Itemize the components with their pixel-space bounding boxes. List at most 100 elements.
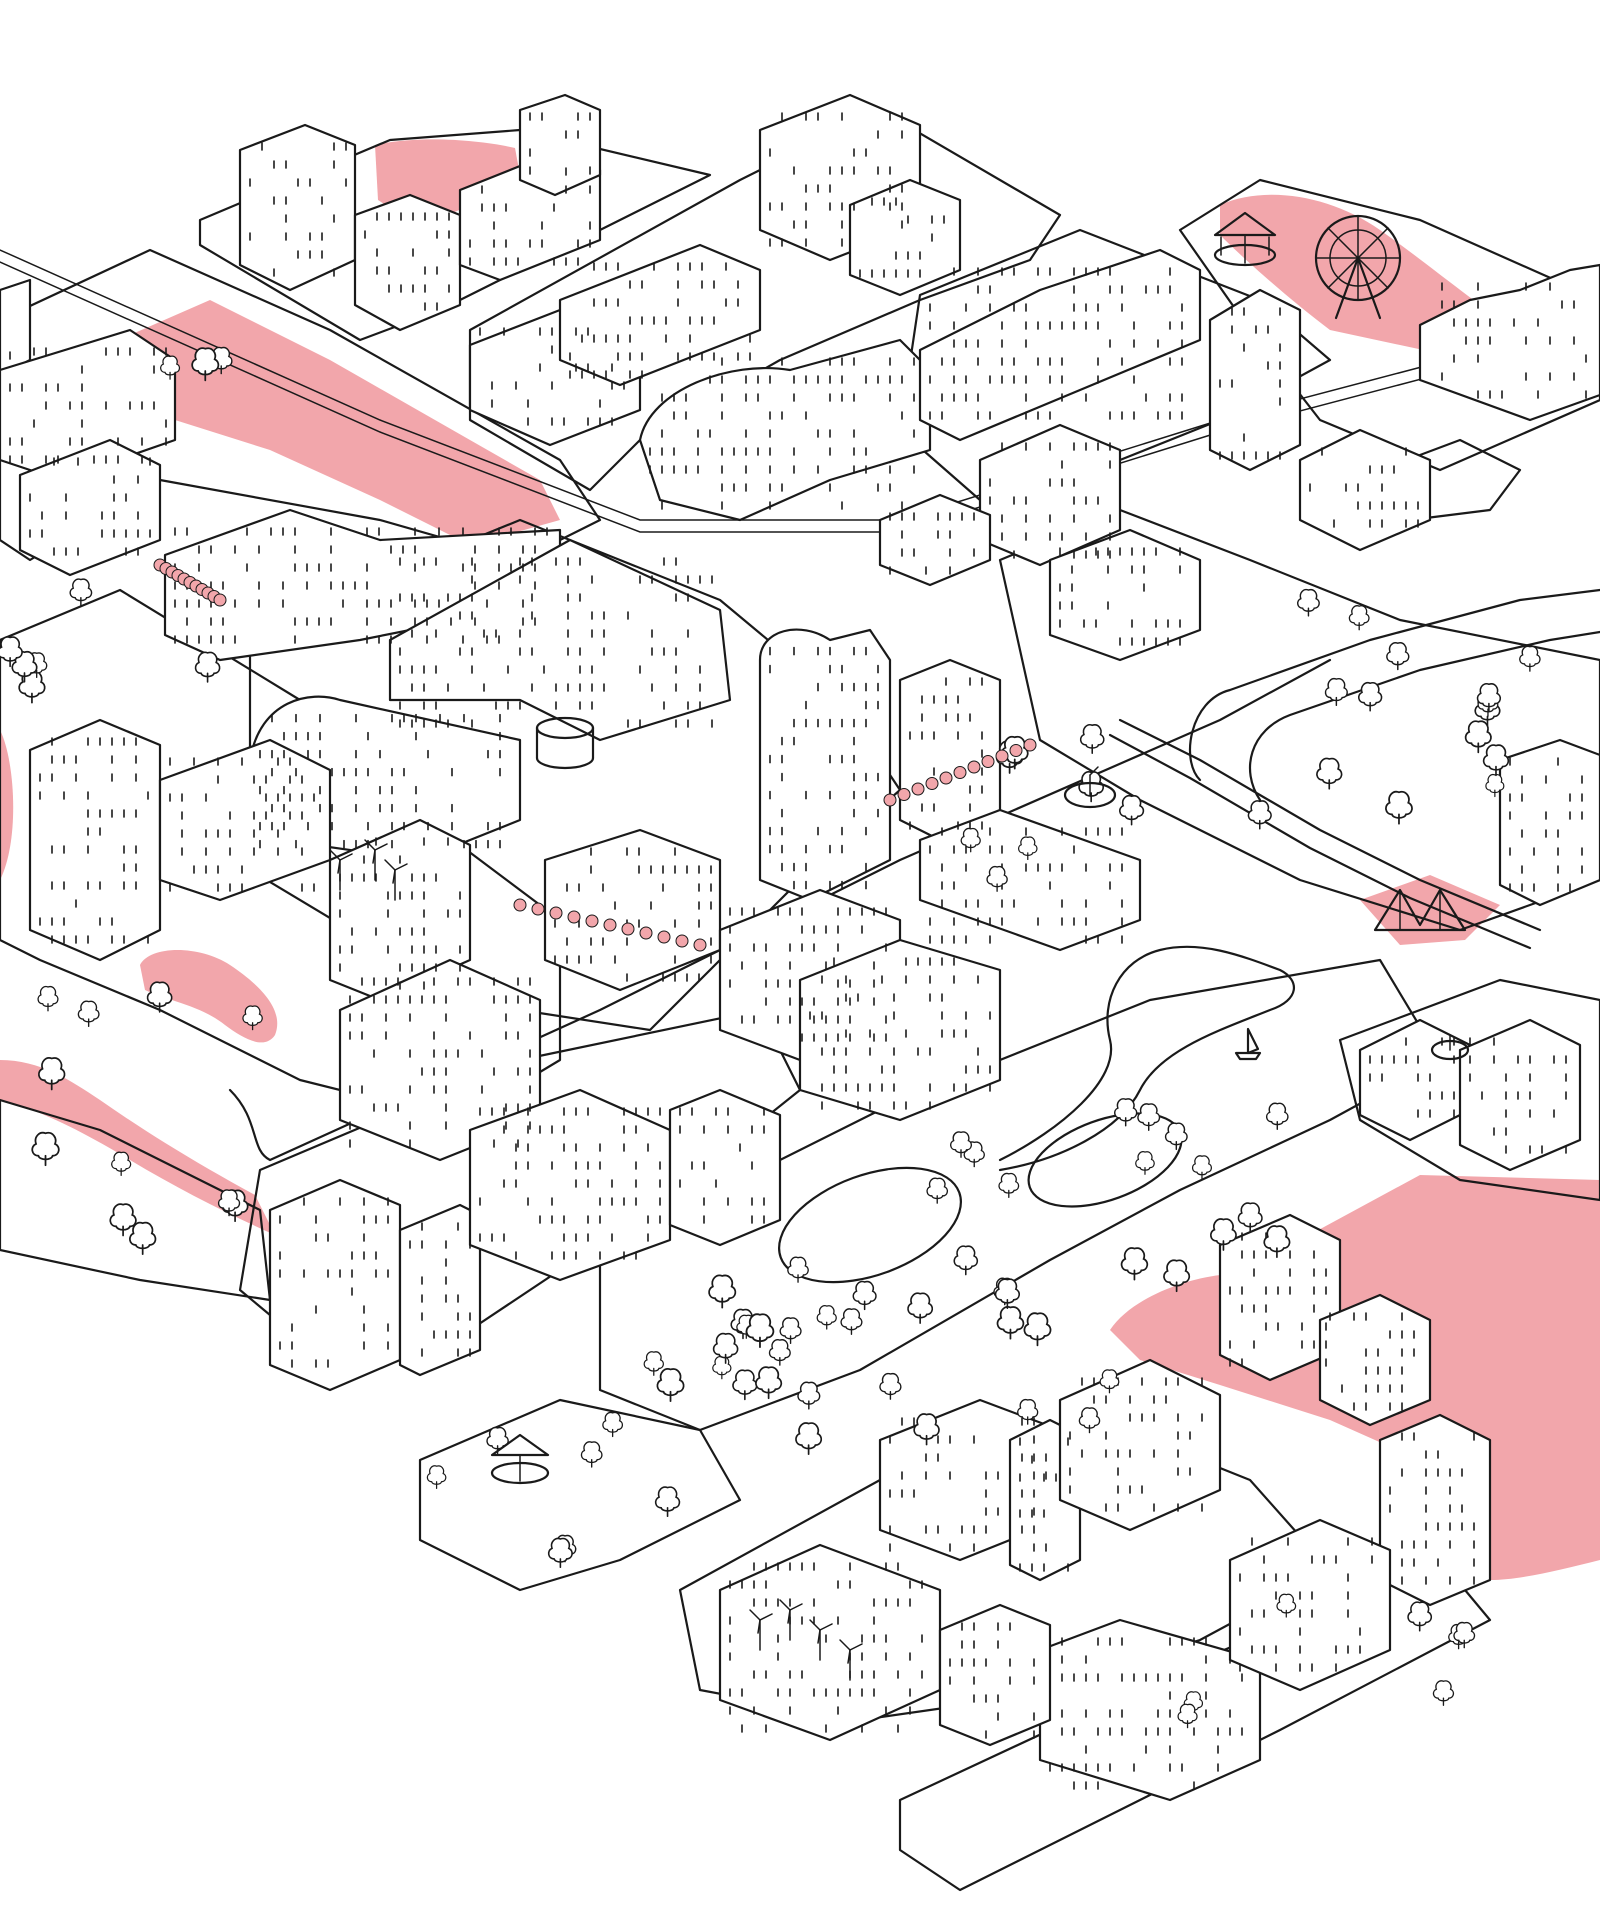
building-pyramid-roofs bbox=[543, 828, 722, 992]
tree-icon bbox=[1135, 1151, 1155, 1175]
highlight-zone-left-edge bbox=[0, 730, 14, 880]
building-glass-tower bbox=[1208, 288, 1302, 472]
tree-icon bbox=[1464, 720, 1492, 754]
bridge-line bbox=[1118, 718, 1542, 932]
park-oval-playground bbox=[778, 1166, 962, 1284]
tree-icon bbox=[1453, 1621, 1476, 1649]
tree-icon bbox=[1316, 757, 1343, 790]
pink-tree bbox=[1023, 738, 1037, 752]
tree-icon bbox=[1485, 773, 1505, 798]
building-courtyard-cube bbox=[328, 818, 472, 1002]
tree-icon bbox=[755, 1366, 783, 1400]
tree-icon bbox=[194, 651, 221, 683]
building-row-center-right bbox=[918, 808, 1142, 952]
bridge-line-2 bbox=[1108, 733, 1532, 950]
tree-icon bbox=[1099, 1369, 1120, 1394]
tree-icon bbox=[242, 1005, 263, 1031]
tree-icon bbox=[1120, 1247, 1149, 1281]
pink-tree bbox=[639, 926, 653, 940]
tree-icon bbox=[1247, 800, 1272, 830]
building-bridge-block bbox=[158, 738, 332, 902]
building-stepped-lower-left bbox=[398, 1203, 482, 1377]
building-slab-right-center bbox=[1048, 528, 1202, 662]
building-wind-turbine-block bbox=[718, 1543, 942, 1742]
tree-icon bbox=[129, 1221, 157, 1255]
tree-icon bbox=[1276, 1593, 1297, 1618]
block-outline-right-lower bbox=[1338, 978, 1600, 1202]
far-right-road bbox=[1378, 438, 1522, 522]
tree-icon bbox=[712, 1356, 732, 1380]
wind-turbine-icon bbox=[779, 1599, 803, 1641]
tree-icon bbox=[1078, 1407, 1101, 1434]
building-bottom-left-block bbox=[938, 1603, 1052, 1747]
highlight-zone-river-left bbox=[0, 1060, 275, 1235]
pink-tree bbox=[911, 782, 925, 796]
tree-icon bbox=[712, 1332, 739, 1364]
pink-tree bbox=[531, 902, 545, 916]
tree-icon bbox=[1078, 771, 1104, 803]
building-bottom-block-right bbox=[1228, 1518, 1392, 1692]
building-twisted-tower bbox=[758, 628, 892, 902]
building-left-low bbox=[18, 438, 162, 577]
buildings bbox=[0, 93, 1600, 1802]
ring-road-right bbox=[1188, 588, 1600, 782]
building-right-cluster-b bbox=[1458, 1018, 1582, 1172]
tree-icon bbox=[852, 1280, 877, 1311]
tree-icon bbox=[37, 985, 59, 1012]
tree-icon bbox=[953, 1245, 979, 1276]
pink-tree bbox=[213, 593, 227, 607]
pink-tree bbox=[967, 760, 981, 774]
tree-icon bbox=[708, 1274, 737, 1309]
block-outline-right-center bbox=[998, 508, 1600, 932]
pink-tree bbox=[897, 788, 911, 801]
tree-icon bbox=[1191, 1155, 1212, 1180]
tree-icon bbox=[77, 1000, 100, 1028]
building-row-houses-right bbox=[1298, 428, 1432, 552]
tree-icon bbox=[1482, 744, 1510, 777]
building-low-block-right bbox=[878, 493, 992, 587]
block-outline-bottom-left bbox=[418, 1398, 742, 1592]
wind-turbine-icons bbox=[329, 839, 863, 1681]
tree-icon bbox=[1358, 682, 1383, 712]
carousel-icon bbox=[490, 1433, 550, 1485]
tree-icon bbox=[998, 1172, 1020, 1199]
building-left-tower-cut bbox=[0, 278, 32, 377]
tree-icon bbox=[1114, 1098, 1138, 1127]
tree-icon bbox=[1476, 683, 1502, 713]
tree-icon bbox=[18, 670, 46, 704]
tree-icon bbox=[109, 1203, 137, 1237]
building-frame-block bbox=[468, 1088, 672, 1282]
ferris-wheel-icon bbox=[1314, 214, 1402, 320]
tree-icon bbox=[486, 1426, 509, 1455]
building-right-terrace bbox=[1498, 738, 1600, 907]
building-center-courtyard bbox=[798, 938, 1002, 1122]
pink-tree bbox=[953, 766, 967, 779]
tree-icon bbox=[69, 578, 93, 607]
tree-icon bbox=[547, 1537, 573, 1569]
tree-icon bbox=[217, 1189, 241, 1217]
tree-icon bbox=[1432, 1680, 1455, 1706]
tree-icon bbox=[950, 1131, 972, 1158]
building-right-cluster-d bbox=[1318, 1293, 1432, 1427]
building-left-terrace bbox=[0, 328, 177, 482]
tree-icon bbox=[1324, 677, 1348, 707]
pink-tree bbox=[567, 910, 581, 924]
pink-tree bbox=[995, 749, 1009, 763]
building-bottom-sawtooth bbox=[1038, 1618, 1262, 1802]
tree-icon bbox=[1137, 1103, 1161, 1132]
tree-icon bbox=[1348, 605, 1370, 631]
tree-icon bbox=[160, 355, 181, 380]
main-avenue bbox=[228, 658, 1332, 1162]
tree-icon bbox=[426, 1465, 447, 1489]
tree-icon bbox=[816, 1305, 837, 1330]
building-bottom-center-courtyard bbox=[1058, 1358, 1222, 1532]
tree-icon bbox=[797, 1381, 821, 1410]
tree-icon bbox=[580, 1441, 603, 1468]
pink-tree bbox=[621, 922, 635, 936]
wind-turbine-icon bbox=[839, 1639, 863, 1681]
tree-icon bbox=[986, 865, 1008, 892]
tree-icon bbox=[1163, 1259, 1191, 1293]
pink-tree bbox=[883, 793, 897, 807]
carousel-icon bbox=[1213, 211, 1277, 267]
